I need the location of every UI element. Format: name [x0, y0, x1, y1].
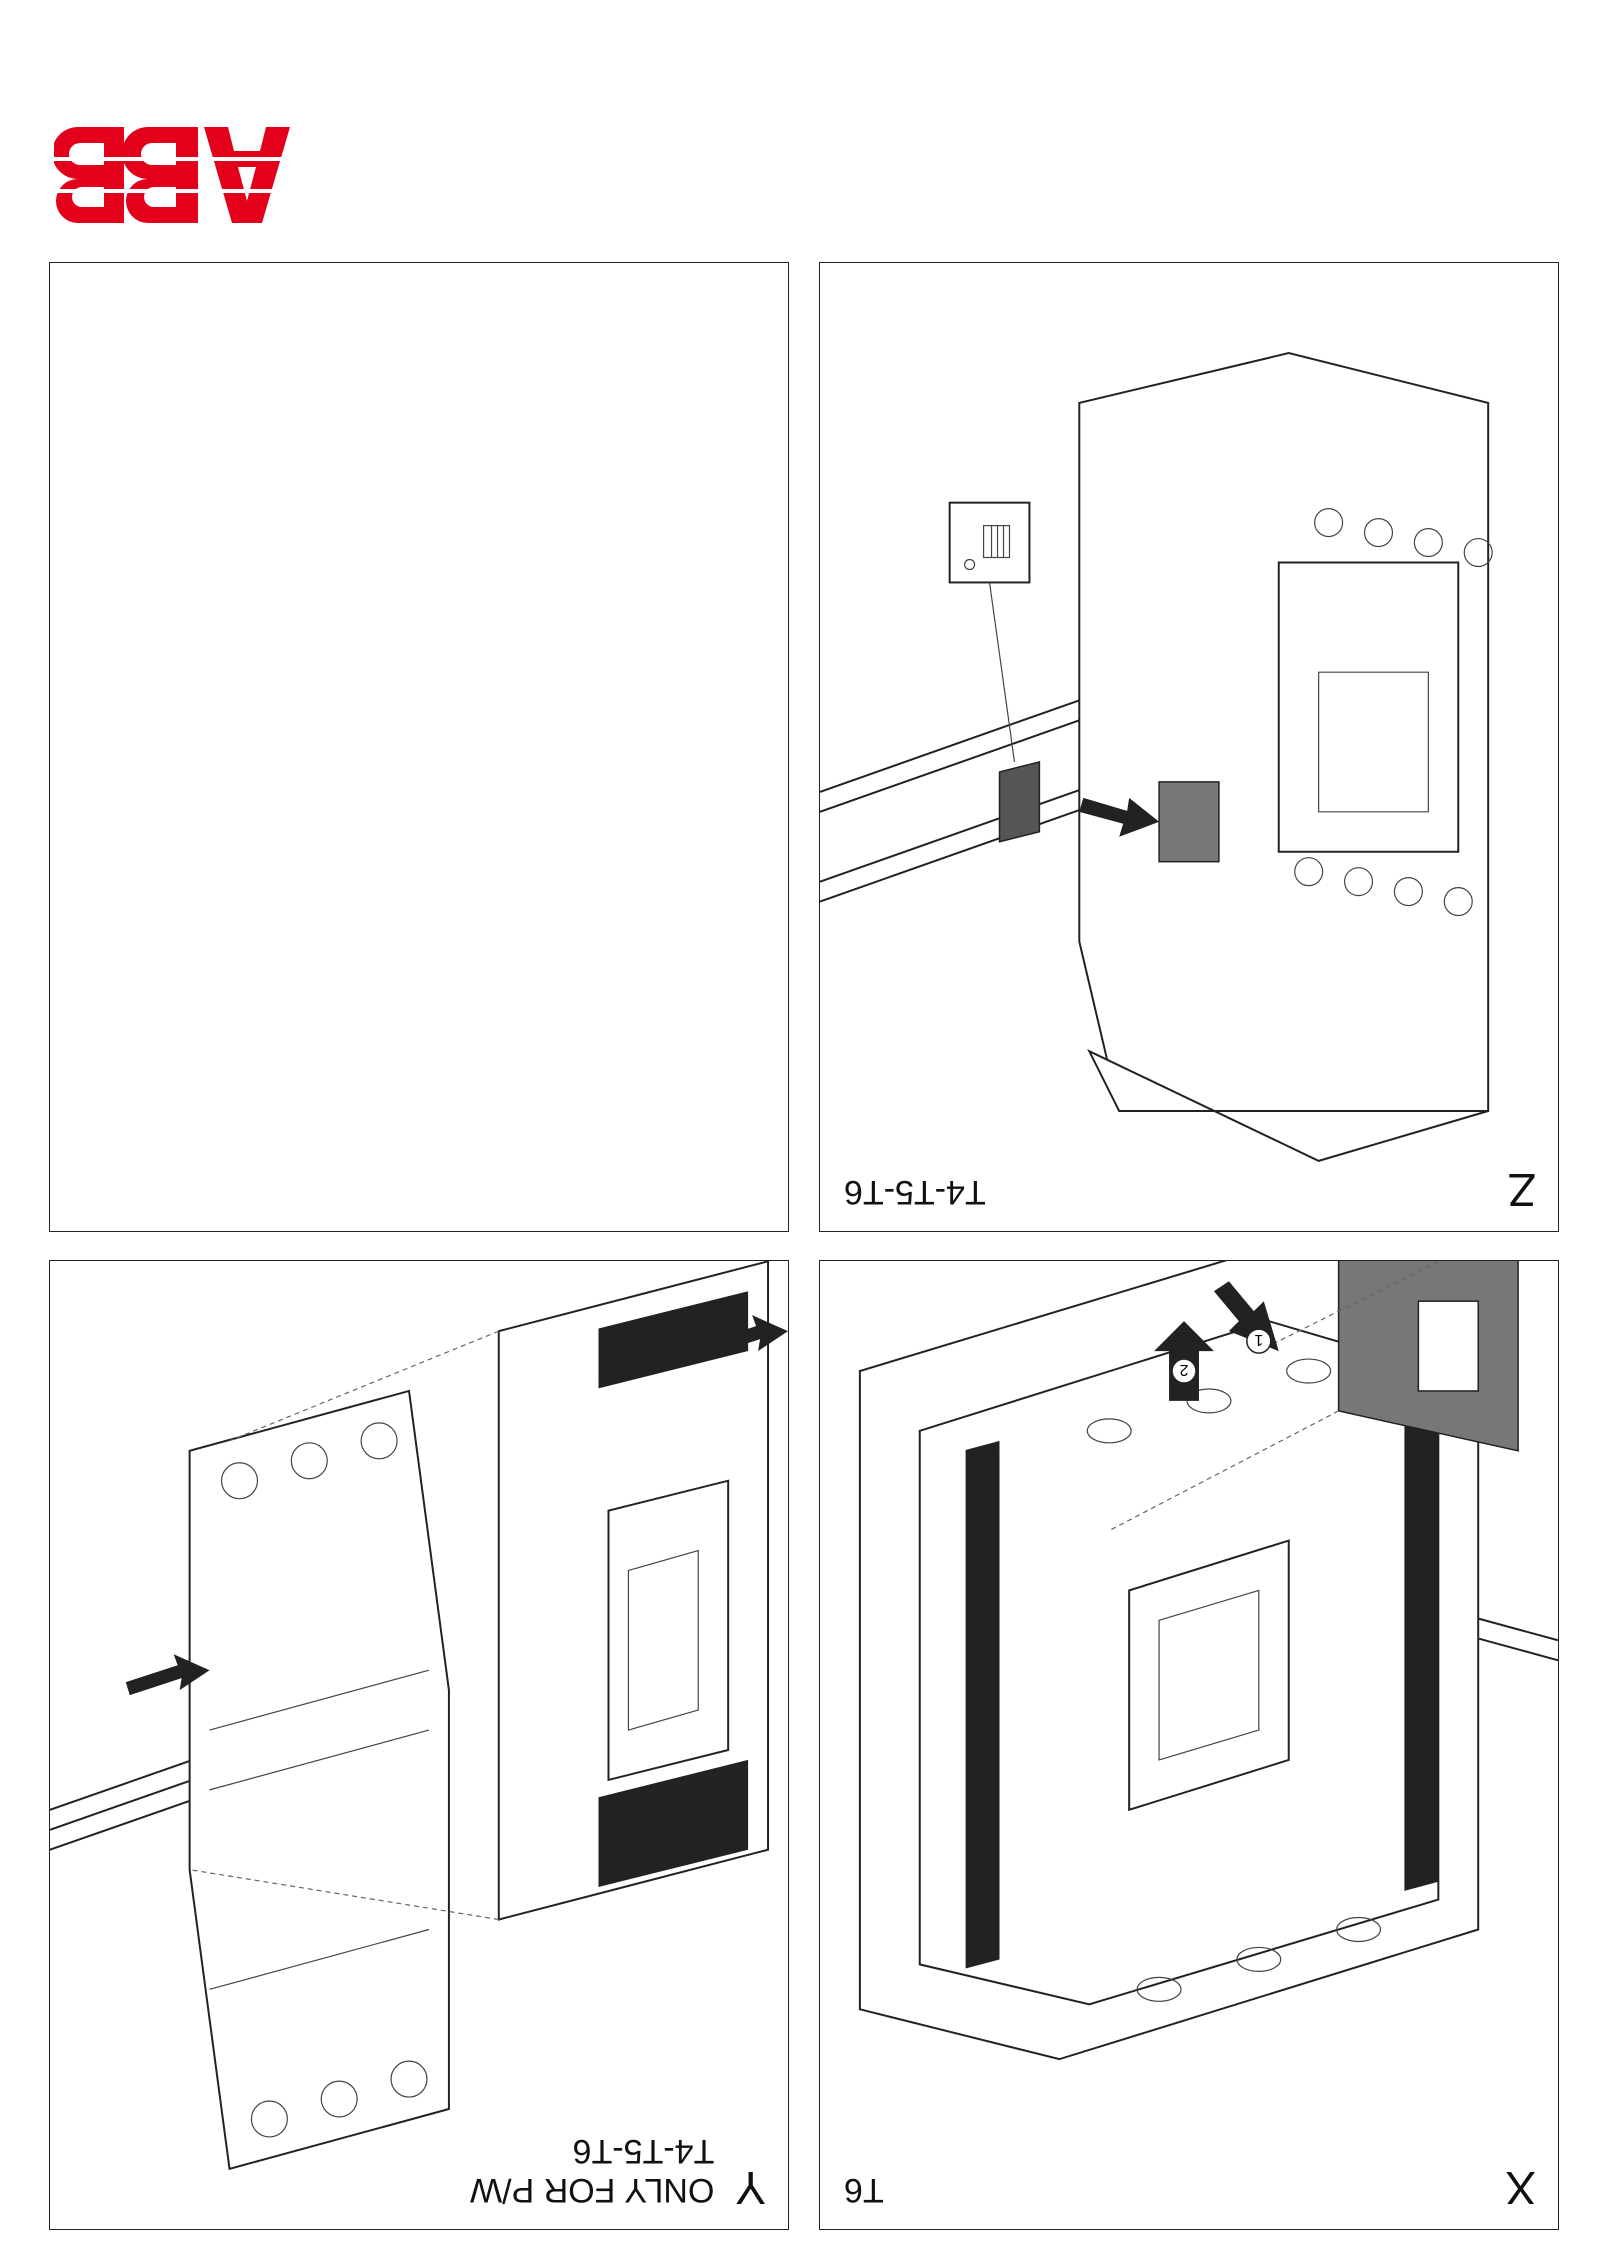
breaker-plug-in-base-drawing	[50, 1261, 788, 2171]
svg-text:1: 1	[1254, 1331, 1263, 1348]
insertion-arrow-icon	[125, 1654, 210, 1696]
breaker-label-application-drawing	[820, 352, 1493, 1162]
step-arrow-2: 2	[1154, 1321, 1214, 1401]
panel-x: X T6	[819, 1260, 1559, 2230]
panel-y: Y ONLY FOR P/W T4-T5-T6	[49, 1260, 789, 2230]
step-arrow-1: 1	[1213, 1281, 1279, 1354]
svg-text:2: 2	[1179, 1361, 1188, 1378]
detail-callout	[948, 501, 1031, 584]
abb-logo	[54, 127, 290, 223]
breaker-t6-exploded-drawing: 1 2	[858, 1261, 1558, 2061]
panel-blank	[49, 262, 789, 1232]
apply-label-arrow-icon	[1079, 797, 1160, 837]
insertion-arrow-icon	[704, 1315, 788, 1357]
panel-z: Z T4-T5-T6	[819, 262, 1559, 1232]
